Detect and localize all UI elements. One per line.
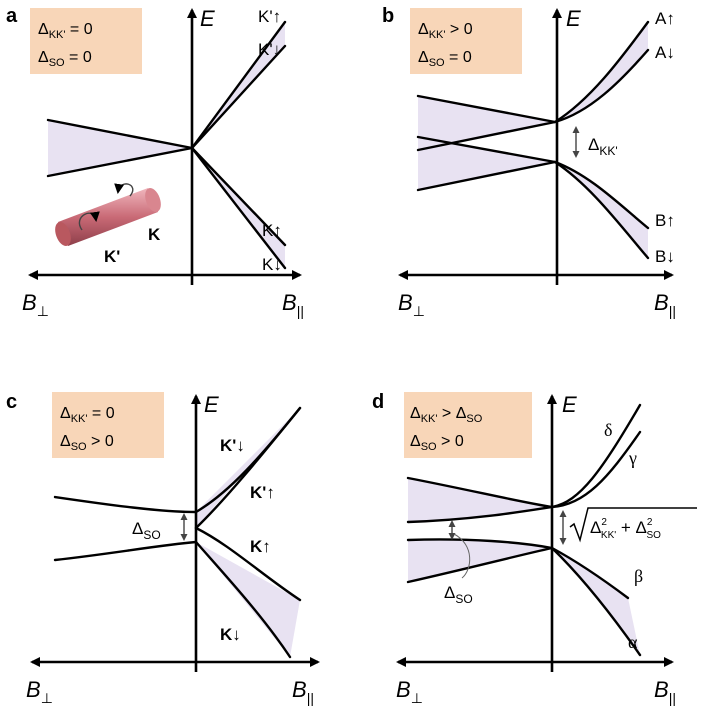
- axis-label-E-c: E: [204, 392, 219, 417]
- axis-label-E-a: E: [200, 6, 215, 31]
- label-kprime-up-a: K'↑: [258, 7, 281, 26]
- label-B-up-b: B↑: [655, 211, 675, 230]
- band-gamma-d: [552, 432, 640, 507]
- band-A-up-b: [555, 22, 648, 122]
- panel-letter-c: c: [6, 391, 17, 413]
- band-fill-lower-left-d: [408, 539, 552, 582]
- label-gamma-d: γ: [628, 448, 637, 468]
- band-fill-alpha-beta-d: [552, 548, 640, 655]
- label-kprime-down-a: K'↓: [258, 40, 281, 59]
- label-A-down-b: A↓: [655, 43, 675, 62]
- axis-label-Bperp-d: B⊥: [396, 677, 423, 706]
- tube-body: [58, 188, 158, 246]
- band-B-down-b: [555, 162, 648, 258]
- label-k-up-c: K↑: [250, 537, 271, 556]
- label-delta-d: δ: [604, 420, 612, 440]
- panel-letter-d: d: [372, 391, 384, 413]
- axis-label-E-d: E: [562, 392, 577, 417]
- label-k-down-a: K↓: [262, 255, 282, 274]
- band-fill-A-b: [555, 22, 648, 122]
- axis-label-Bpar-a: B||: [282, 290, 304, 319]
- axis-label-Bperp-c: B⊥: [26, 677, 53, 706]
- gap-label-c: ΔSO: [132, 519, 161, 542]
- band-upper-left-c: [55, 497, 196, 512]
- tube-label-kprime: K': [104, 247, 120, 266]
- label-beta-d: β: [634, 566, 643, 586]
- band-kprime-down-a: [192, 46, 285, 148]
- gap-label-d: ΔSO: [444, 583, 473, 606]
- band-k-down-a: [192, 148, 285, 268]
- band-fill-upper-left-d: [408, 478, 552, 522]
- axis-label-Bpar-c: B||: [292, 677, 314, 706]
- nanotube-illustration: K' K: [52, 184, 164, 266]
- axis-label-Bpar-d: B||: [654, 677, 676, 706]
- panel-letter-a: a: [6, 5, 18, 27]
- axis-label-Bpar-b: B||: [654, 290, 676, 319]
- tube-label-k: K: [148, 225, 161, 244]
- label-B-down-b: B↓: [655, 247, 675, 266]
- band-lower-left-c: [55, 542, 196, 560]
- panel-letter-b: b: [382, 5, 394, 27]
- label-alpha-d: α: [628, 632, 638, 652]
- band-fill-B-b: [555, 162, 648, 258]
- label-kprime-up-c: K'↑: [250, 483, 275, 502]
- axis-label-Bperp-a: B⊥: [22, 290, 49, 319]
- axis-label-E-b: E: [566, 6, 581, 31]
- axis-label-Bperp-b: B⊥: [398, 290, 425, 319]
- band-delta-d: [552, 405, 640, 507]
- label-kprime-down-c: K'↓: [220, 436, 245, 455]
- orbit-k: [118, 184, 133, 196]
- label-k-up-a: K↑: [262, 221, 282, 240]
- panel-c: c ΔKK' = 0 ΔSO > 0 E B⊥ B|| ΔSO K'↓ K'↑ …: [6, 391, 318, 706]
- panel-a: a ΔKK' = 0 ΔSO = 0 E B⊥ B|| K'↑ K'↓ K↑ K…: [6, 5, 304, 319]
- gap-label-b: ΔKK': [588, 135, 618, 158]
- panel-b: b ΔKK' > 0 ΔSO = 0 E B⊥ B|| ΔKK' A↑ A↓ B…: [382, 5, 676, 319]
- label-k-down-c: K↓: [220, 625, 241, 644]
- label-A-up-b: A↑: [655, 9, 675, 28]
- band-fill-left-a: [48, 120, 192, 176]
